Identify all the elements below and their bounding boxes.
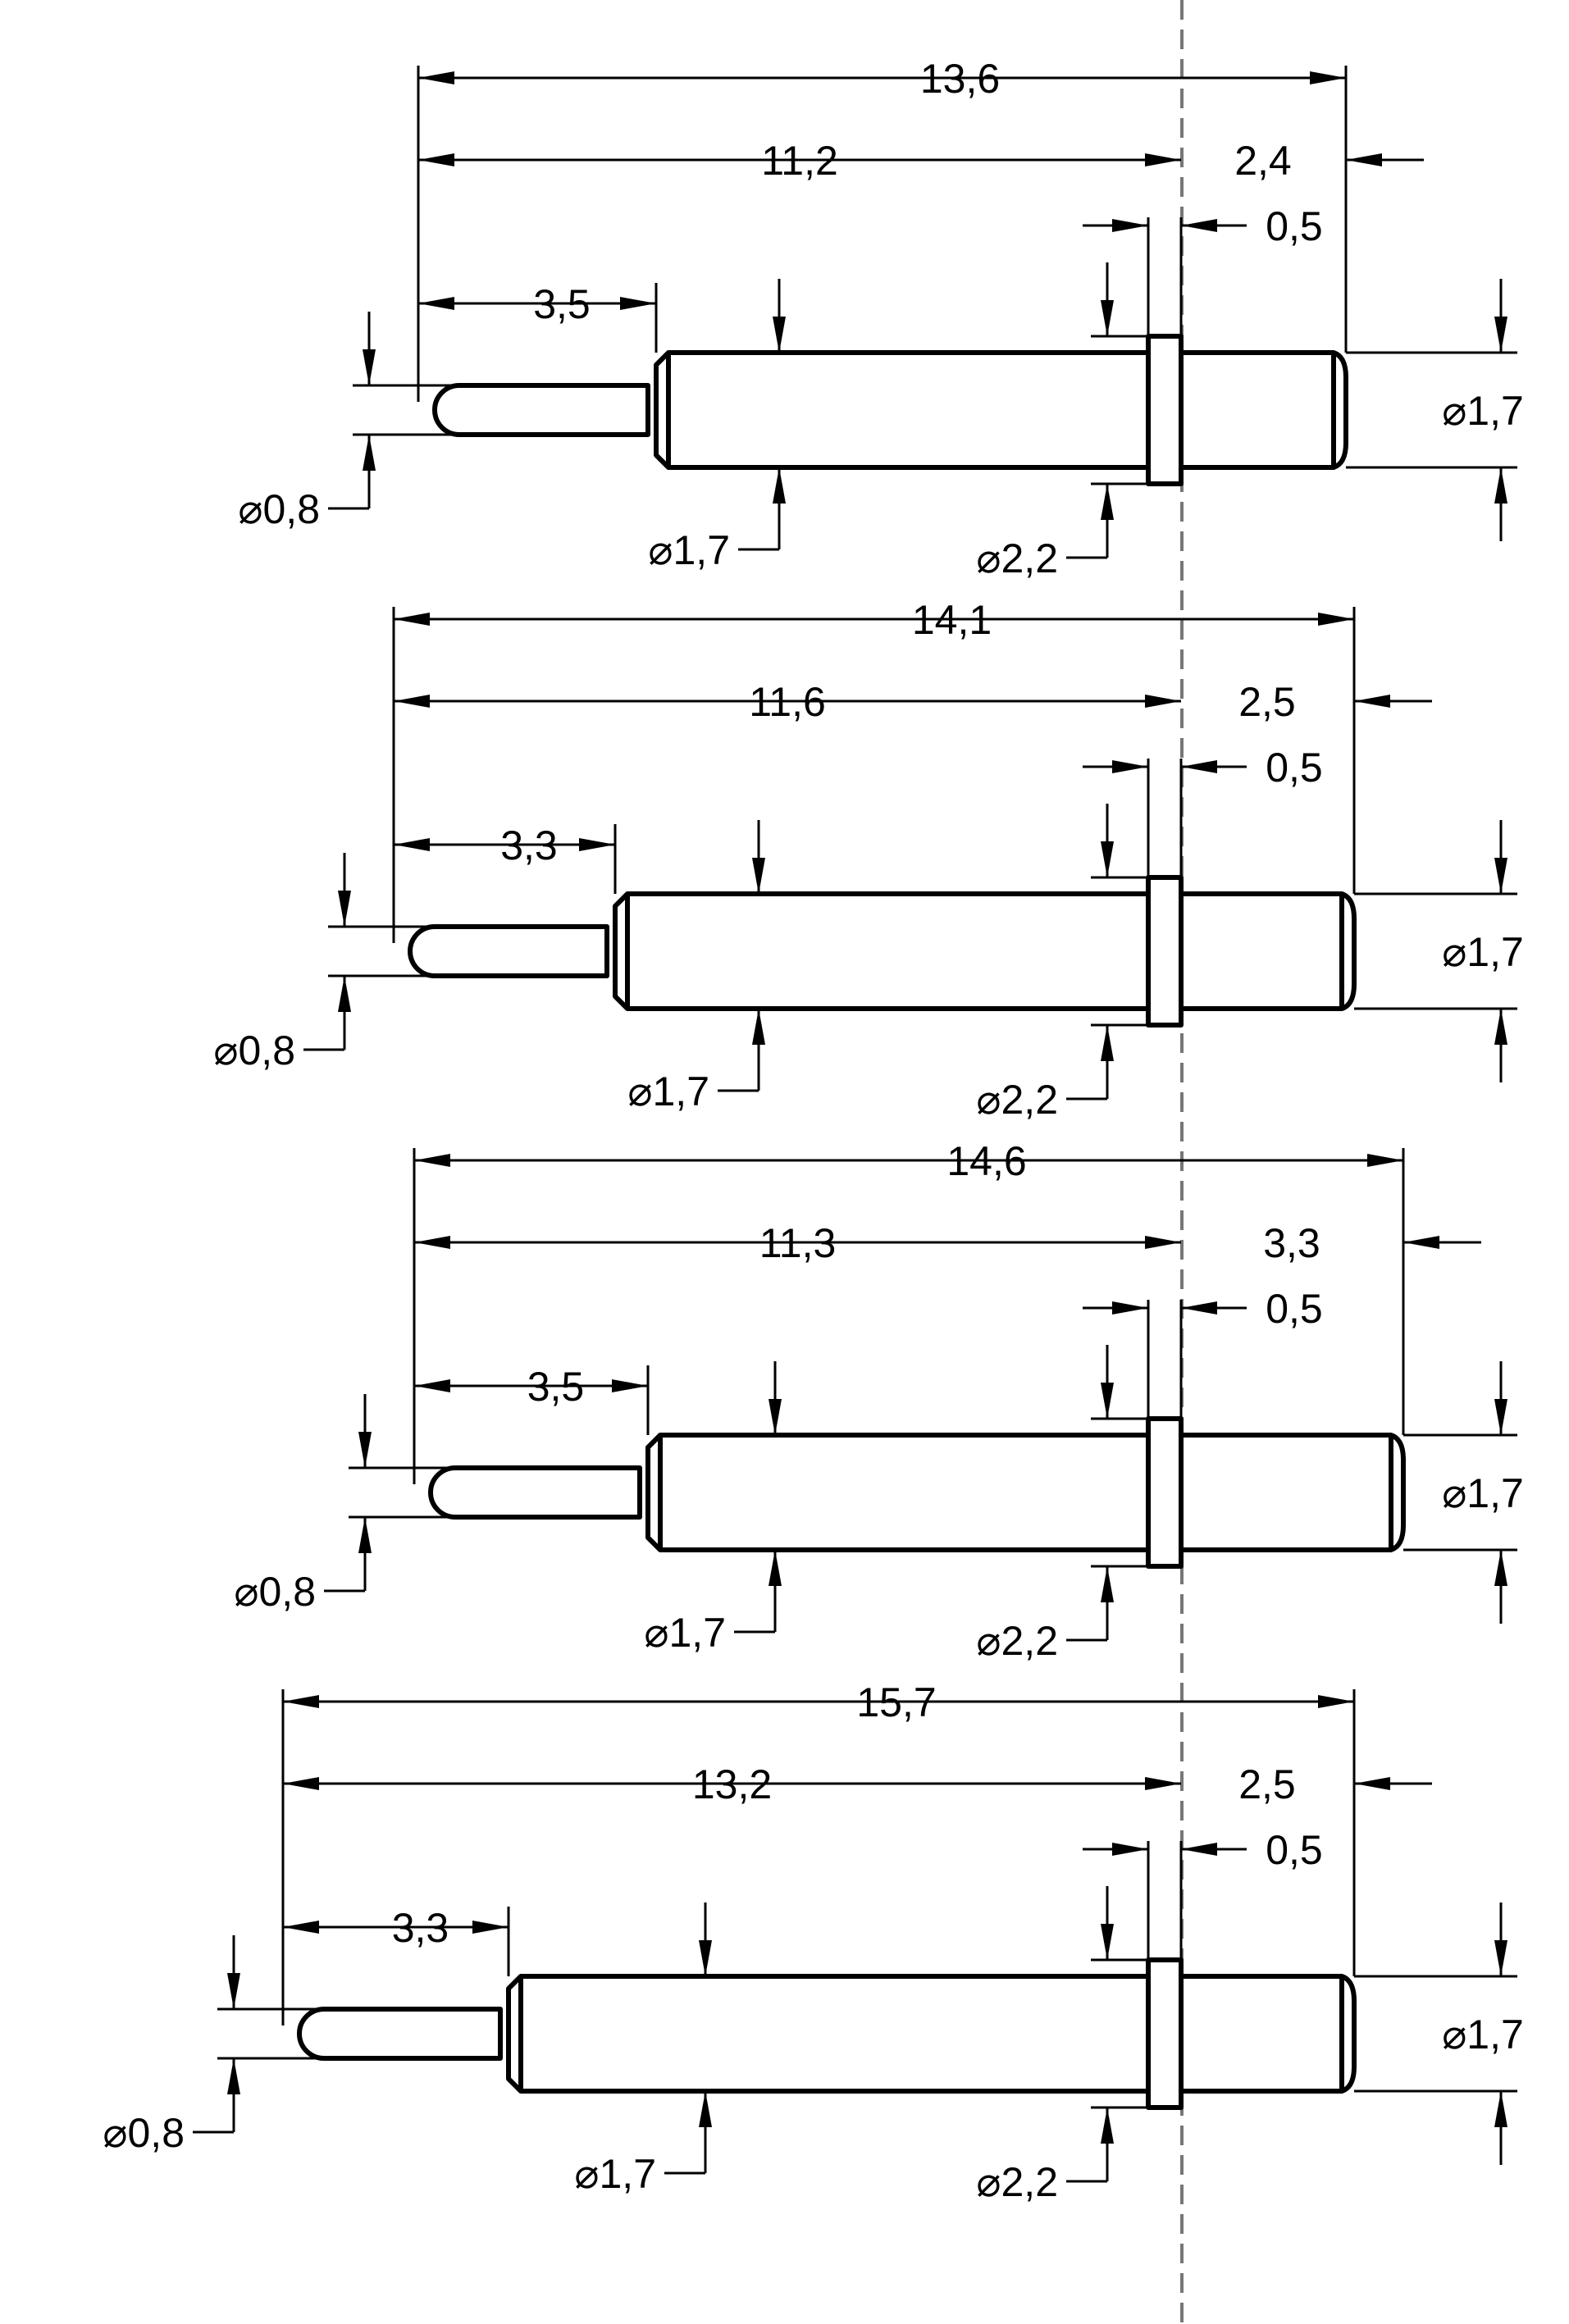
dim-tip-length-label: 3,5 [533, 281, 591, 327]
tail-dia-label: ⌀1,7 [1442, 2012, 1524, 2057]
dim-body-label: 11,3 [759, 1220, 837, 1266]
barrel-shape [613, 891, 1151, 1011]
dim-flange-width: 0,5 [1083, 745, 1323, 791]
dim-total: 14,6 [414, 1138, 1403, 1184]
dim-total: 13,6 [418, 56, 1346, 102]
flange-shape [1146, 875, 1184, 1028]
dim-tail: 2,5 [1238, 679, 1432, 725]
dim-flange-width-label: 0,5 [1266, 1286, 1323, 1332]
dimensions: 14,1 11,6 3,3 2,5 0,5 [394, 597, 1432, 868]
tip-dia-label: ⌀0,8 [234, 1569, 316, 1615]
flange-dia-label: ⌀2,2 [976, 1618, 1058, 1664]
flange-dia-label: ⌀2,2 [976, 535, 1058, 581]
dim-tip-length-label: 3,3 [392, 1905, 449, 1951]
tail-shape [1179, 350, 1348, 470]
dim-flange-width-label: 0,5 [1266, 745, 1323, 791]
pin-view-3: 14,6 11,3 3,5 3,3 0,5 ⌀0,8 ⌀1,7 ⌀2,2 ⌀1,7 [234, 1138, 1523, 1664]
diameter-callouts: ⌀0,8 ⌀1,7 ⌀2,2 ⌀1,7 [103, 1886, 1524, 2205]
dim-flange-width: 0,5 [1083, 203, 1323, 249]
tail-dia-label: ⌀1,7 [1442, 929, 1524, 975]
tail-shape [1179, 1433, 1406, 1552]
tip-shape [432, 383, 650, 437]
dim-tip-length-label: 3,5 [527, 1364, 585, 1410]
tip-dia-label: ⌀0,8 [103, 2110, 185, 2156]
diameter-callouts: ⌀0,8 ⌀1,7 ⌀2,2 ⌀1,7 [234, 1345, 1524, 1664]
barrel-shape [645, 1433, 1151, 1552]
dim-tail-label: 3,3 [1263, 1220, 1320, 1266]
dim-total-label: 14,6 [946, 1138, 1026, 1184]
dim-tip-length: 3,5 [414, 1364, 648, 1410]
dim-tail: 2,4 [1234, 138, 1424, 184]
flange-shape [1146, 334, 1184, 486]
extension-lines [392, 607, 1356, 943]
dim-body-label: 11,2 [761, 138, 838, 184]
flange-dia-label: ⌀2,2 [976, 1077, 1058, 1123]
dim-total-label: 13,6 [920, 56, 1000, 102]
dim-body-label: 13,2 [692, 1761, 772, 1807]
dimensions: 13,6 11,2 3,5 2,4 0,5 [418, 56, 1424, 327]
dim-flange-width-label: 0,5 [1266, 1827, 1323, 1873]
tail-shape [1179, 891, 1357, 1011]
dim-body: 13,2 [283, 1761, 1181, 1807]
extension-lines [413, 1148, 1405, 1484]
tip-dia-label: ⌀0,8 [238, 486, 320, 532]
pin-outline [428, 1416, 1406, 1569]
body-dia-label: ⌀1,7 [574, 2151, 656, 2197]
tip-dia-label: ⌀0,8 [213, 1028, 295, 1073]
dim-total-label: 14,1 [912, 597, 992, 643]
body-dia-label: ⌀1,7 [644, 1610, 726, 1656]
pin-view-2: 14,1 11,6 3,3 2,5 0,5 ⌀0,8 ⌀1,7 ⌀2,2 ⌀1,7 [213, 597, 1523, 1123]
extension-lines [281, 1689, 1356, 2026]
tail-dia-label: ⌀1,7 [1442, 1470, 1524, 1516]
dim-tip-length-label: 3,3 [500, 823, 558, 868]
barrel-shape [506, 1974, 1151, 2094]
dim-tail: 2,5 [1238, 1761, 1432, 1807]
dim-tail-label: 2,5 [1238, 679, 1296, 725]
flange-dia-label: ⌀2,2 [976, 2159, 1058, 2205]
pin-outline [297, 1957, 1357, 2110]
tip-shape [408, 924, 609, 978]
dim-total: 14,1 [394, 597, 1354, 643]
body-dia-label: ⌀1,7 [648, 527, 730, 573]
flange-shape [1146, 1416, 1184, 1569]
extension-lines [417, 66, 1348, 402]
diameter-callouts: ⌀0,8 ⌀1,7 ⌀2,2 ⌀1,7 [238, 262, 1524, 581]
dim-tail-label: 2,4 [1234, 138, 1292, 184]
pin-outline [408, 875, 1357, 1028]
dim-flange-width: 0,5 [1083, 1827, 1323, 1873]
tip-shape [428, 1465, 642, 1520]
dim-tail-label: 2,5 [1238, 1761, 1296, 1807]
pin-view-1: 13,6 11,2 3,5 2,4 0,5 ⌀0,8 ⌀1,7 ⌀2,2 ⌀1,7 [238, 56, 1523, 581]
dimensions: 14,6 11,3 3,5 3,3 0,5 [414, 1138, 1481, 1410]
barrel-shape [654, 350, 1151, 470]
dim-total-label: 15,7 [856, 1679, 936, 1725]
dim-tip-length: 3,5 [418, 281, 656, 327]
dim-body-label: 11,6 [749, 679, 826, 725]
dim-tail: 3,3 [1263, 1220, 1481, 1266]
dim-tip-length: 3,3 [283, 1905, 509, 1951]
pin-view-4: 15,7 13,2 3,3 2,5 0,5 ⌀0,8 ⌀1,7 ⌀2,2 ⌀1,7 [103, 1679, 1523, 2205]
tip-shape [297, 2007, 503, 2061]
dim-body: 11,2 [418, 138, 1181, 184]
tail-dia-label: ⌀1,7 [1442, 388, 1524, 434]
dim-total: 15,7 [283, 1679, 1354, 1725]
dim-tip-length: 3,3 [394, 823, 615, 868]
dim-body: 11,6 [394, 679, 1181, 725]
dim-flange-width: 0,5 [1083, 1286, 1323, 1332]
diameter-callouts: ⌀0,8 ⌀1,7 ⌀2,2 ⌀1,7 [213, 804, 1524, 1123]
dim-flange-width-label: 0,5 [1266, 203, 1323, 249]
pin-outline [432, 334, 1348, 486]
body-dia-label: ⌀1,7 [627, 1069, 709, 1114]
tail-shape [1179, 1974, 1357, 2094]
dimensions: 15,7 13,2 3,3 2,5 0,5 [283, 1679, 1432, 1951]
flange-shape [1146, 1957, 1184, 2110]
dim-body: 11,3 [414, 1220, 1181, 1266]
